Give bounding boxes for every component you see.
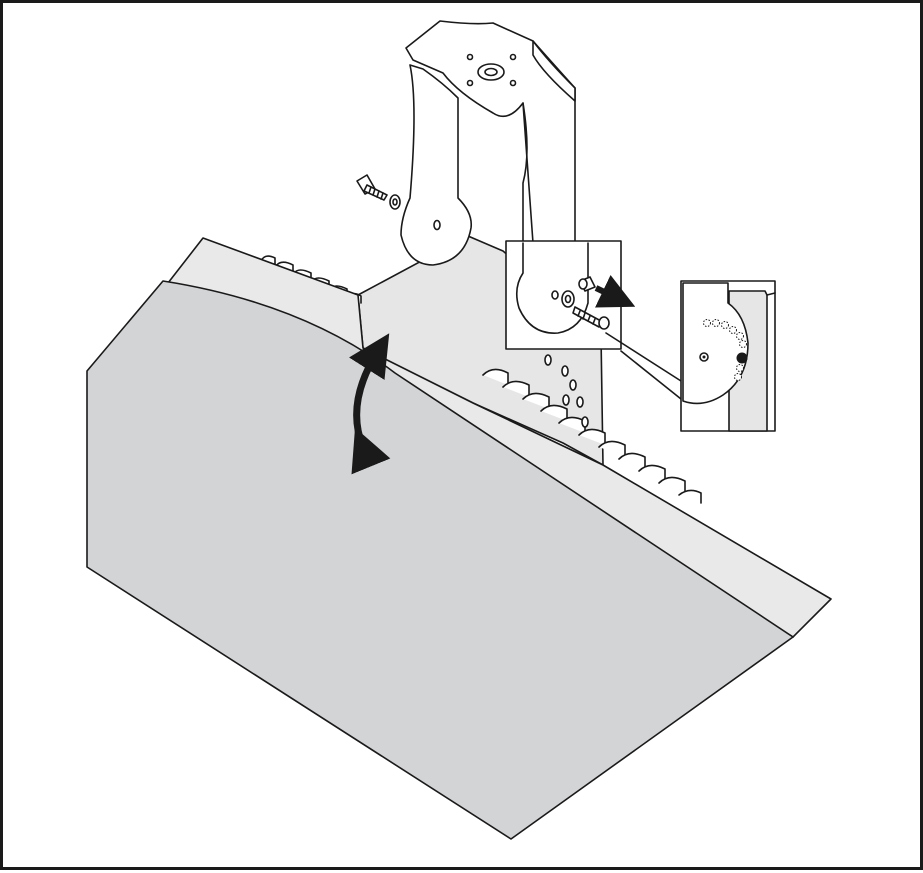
pull-pin-arrow-icon — [594, 274, 636, 308]
hex-bolt-icon — [356, 174, 388, 201]
mounting-diagram — [86, 20, 832, 840]
callout-line — [605, 332, 682, 382]
u-bracket — [400, 20, 576, 266]
cooling-fins-right — [482, 368, 702, 504]
cabinet-front-face — [86, 280, 794, 840]
detail-angle-holes-inset — [680, 280, 776, 432]
detail-pivot-inset — [505, 240, 636, 350]
callout-line — [620, 350, 682, 400]
selected-angle-hole — [736, 352, 748, 364]
cabinet-side-holes — [544, 354, 589, 428]
tilt-arrow-icon — [349, 333, 391, 475]
angle-holes — [703, 319, 747, 381]
washer-icon — [389, 194, 401, 210]
